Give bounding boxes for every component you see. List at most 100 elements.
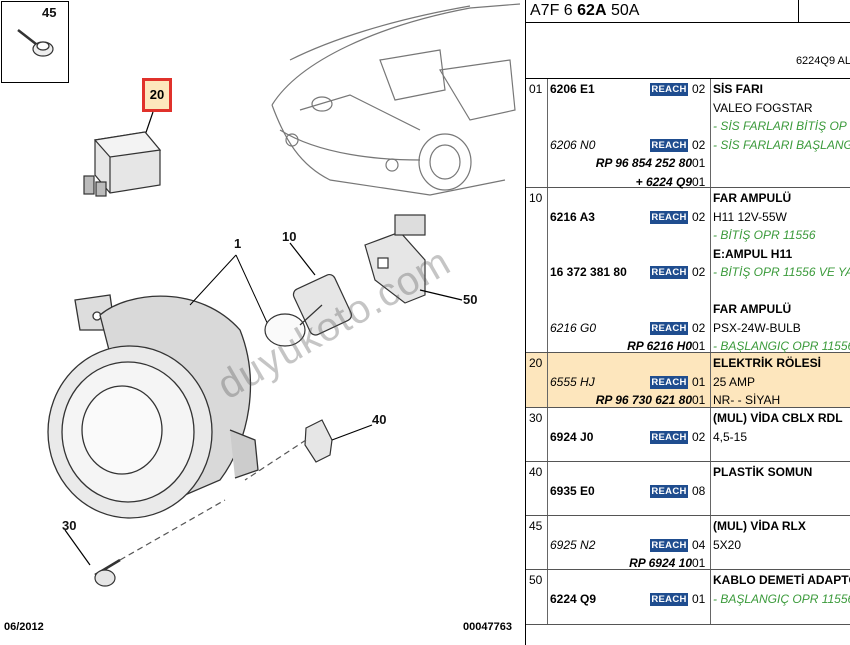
part-number[interactable]: 6935 E0	[550, 483, 595, 498]
footer-date: 06/2012	[4, 621, 44, 633]
table-group-30[interactable]: 30 (MUL) VİDA CBLX RDL 6924 J0 REACH 02 4,5-1…	[526, 408, 850, 462]
footer-code: 00047763	[463, 621, 512, 633]
part-description: FAR AMPULÜ	[713, 302, 792, 316]
table-group-40[interactable]: 40 PLASTİK SOMUN 6935 E0 REACH 08	[526, 462, 850, 516]
part-number[interactable]: 6924 J0	[550, 429, 594, 444]
reach-badge: REACH	[650, 592, 688, 606]
screw-30-icon	[64, 499, 226, 587]
group-number: 20	[529, 356, 543, 370]
table-group-50[interactable]: 50 KABLO DEMETİ ADAPTÖ 6224 Q9 REACH 01 - BAŞ…	[526, 570, 850, 625]
screw-45-inset: 45	[1, 1, 69, 83]
part-number[interactable]: 6925 N2	[550, 537, 596, 552]
part-description: E:AMPUL H11	[713, 246, 793, 261]
reach-badge: REACH	[650, 266, 688, 279]
group-number: 45	[529, 519, 543, 533]
table-subheader: 6224Q9 AL	[526, 22, 850, 79]
part-number[interactable]: 6224 Q9	[550, 591, 597, 606]
quantity: 08	[692, 483, 706, 498]
reach-badge: REACH	[650, 484, 688, 498]
part-description: VALEO FOGSTAR	[713, 100, 813, 115]
part-description: 5X20	[713, 537, 742, 552]
part-number[interactable]: 6555 HJ	[550, 374, 595, 389]
part-number[interactable]: 6206 N0	[550, 137, 596, 152]
connector-50-icon	[364, 214, 463, 304]
part-description: - BİTİŞ OPR 11556 VE YA	[713, 265, 850, 279]
part-description: H11 12V-55W	[713, 209, 787, 224]
part-description: 4,5-15	[713, 429, 748, 444]
reach-badge: REACH	[650, 210, 688, 224]
part-description: SİS FARI	[713, 82, 764, 96]
quantity: 02	[692, 265, 706, 279]
quantity: 02	[692, 429, 706, 444]
reach-badge: REACH	[650, 83, 688, 96]
callout-30[interactable]: 30	[62, 518, 77, 533]
part-description: (MUL) VİDA CBLX RDL	[713, 411, 843, 425]
table-group-01[interactable]: 01 6206 E1 REACH 02 SİS FARI VALEO FOGSTAR - S…	[526, 79, 850, 189]
part-description: FAR AMPULÜ	[713, 191, 792, 205]
quantity: 01	[692, 393, 706, 407]
part-description: - SİS FARLARI BAŞLANG	[713, 137, 850, 152]
group-number: 01	[529, 82, 543, 96]
quantity: 02	[692, 137, 706, 152]
diagram-reference: A7F 6 62A 50A	[530, 2, 640, 19]
part-number[interactable]: 6216 A3	[550, 209, 595, 224]
part-description: PSX-24W-BULB	[713, 320, 801, 335]
part-description: - SİS FARLARI BİTİŞ OP	[713, 119, 847, 133]
part-description: ELEKTRİK RÖLESİ	[713, 356, 822, 370]
quantity: 04	[692, 537, 706, 552]
part-number[interactable]: RP 96 730 621 80	[595, 393, 692, 407]
part-number[interactable]: 6206 E1	[550, 82, 595, 96]
callout-10[interactable]: 10	[282, 229, 297, 244]
part-description: NR- - SİYAH	[713, 393, 781, 407]
table-header: A7F 6 62A 50A	[526, 0, 850, 23]
quantity: 01	[692, 339, 706, 353]
callout-40[interactable]: 40	[372, 412, 387, 427]
reach-badge: REACH	[650, 375, 688, 389]
part-description: - BAŞLANGIÇ OPR 11556	[713, 339, 850, 353]
part-number[interactable]: RP 6924 10	[629, 556, 692, 570]
reach-badge: REACH	[650, 430, 688, 444]
part-number[interactable]: + 6224 Q9	[635, 174, 692, 189]
diagram-drawing	[17, 3, 521, 587]
part-description: 25 AMP	[713, 374, 756, 389]
callout-20-highlight[interactable]: 20	[142, 78, 172, 112]
group-number: 10	[529, 191, 543, 205]
table-group-20[interactable]: 20 ELEKTRİK RÖLESİ 6555 HJ REACH 01 25 AMP RP …	[526, 353, 850, 408]
quantity: 02	[692, 320, 706, 335]
relay-20-icon	[83, 111, 162, 197]
group-number: 40	[529, 465, 543, 479]
part-number[interactable]: RP 96 854 252 80	[595, 156, 692, 170]
part-number[interactable]: RP 6216 H0	[627, 339, 692, 353]
part-description: PLASTİK SOMUN	[713, 465, 813, 479]
callout-50[interactable]: 50	[463, 292, 478, 307]
nut-40-icon	[244, 419, 373, 481]
table-group-45[interactable]: 45 (MUL) VİDA RLX 6925 N2 REACH 04 5X20 RP 692…	[526, 516, 850, 570]
quantity: 01	[692, 174, 706, 189]
group-number: 30	[529, 411, 543, 425]
quantity: 01	[692, 556, 706, 570]
bulb-10-icon	[264, 242, 353, 347]
reach-badge: REACH	[650, 138, 688, 152]
parts-diagram: 45 20	[1, 1, 521, 633]
car-illustration	[271, 3, 521, 196]
screw-45-icon	[17, 29, 54, 57]
callout-1[interactable]: 1	[234, 236, 242, 251]
part-number[interactable]: 16 372 381 80	[550, 265, 627, 279]
part-description: (MUL) VİDA RLX	[713, 519, 806, 533]
sub-reference: 6224Q9 AL	[795, 55, 850, 67]
quantity: 01	[692, 374, 706, 389]
quantity: 01	[692, 591, 706, 606]
callout-45: 45	[42, 5, 57, 20]
quantity: 02	[692, 82, 706, 96]
part-description: KABLO DEMETİ ADAPTÖ	[713, 573, 850, 587]
group-number: 50	[529, 573, 543, 587]
quantity: 01	[692, 156, 706, 170]
parts-table: A7F 6 62A 50A 6224Q9 AL 01 6206 E1 REACH 02…	[525, 0, 850, 645]
part-description: - BAŞLANGIÇ OPR 11556	[713, 591, 850, 606]
quantity: 02	[692, 209, 706, 224]
reach-badge: REACH	[650, 321, 688, 335]
part-number[interactable]: 6216 G0	[550, 320, 597, 335]
part-description: - BİTİŞ OPR 11556	[713, 228, 816, 242]
reach-badge: REACH	[650, 538, 688, 552]
